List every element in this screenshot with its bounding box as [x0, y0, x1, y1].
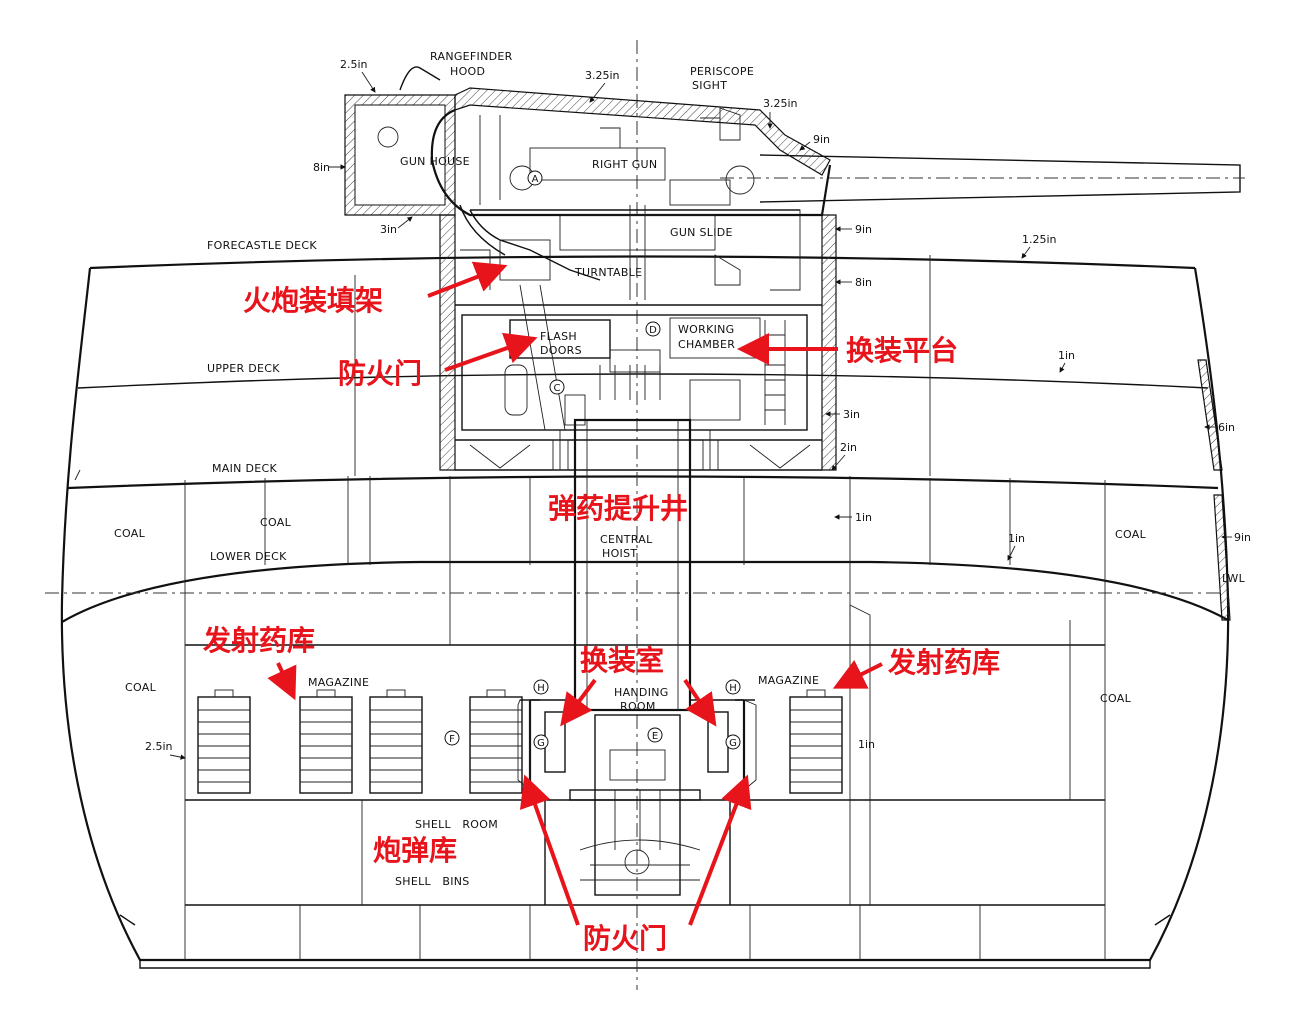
dimension-labels: 2.5in 3.25in 3.25in 9in 8in 3in 9in 8in … [145, 58, 1251, 760]
label-gun-slide: GUN SLIDE [670, 226, 733, 239]
marker-f: F [444, 730, 460, 746]
label-gun-house: GUN HOUSE [400, 155, 470, 168]
marker-h-left: H [533, 679, 549, 695]
label-coal-3: COAL [1115, 528, 1147, 541]
annotation-reloading-platform: 换装平台 [846, 334, 958, 367]
label-central: CENTRAL [600, 533, 653, 546]
label-shell-room: SHELL ROOM [415, 818, 498, 831]
markers: A C D E F G G H H [444, 170, 741, 750]
dim-barbette-bottom: 2in [840, 441, 857, 454]
label-sight: SIGHT [692, 79, 727, 92]
dim-forecastle: 1.25in [1022, 233, 1057, 246]
marker-h-right: H [725, 679, 741, 695]
svg-text:G: G [729, 738, 737, 749]
marker-e: E [647, 727, 663, 743]
svg-text:G: G [537, 738, 545, 749]
svg-text:H: H [729, 683, 737, 694]
label-lower-deck: LOWER DECK [210, 550, 287, 563]
arrow-handling-room-right [683, 678, 717, 727]
dim-barbette-top: 9in [855, 223, 872, 236]
working-chamber [461, 314, 808, 471]
marker-c: C [549, 379, 565, 395]
dim-floor: 3in [380, 223, 397, 236]
dim-roof-rear: 3.25in [763, 97, 798, 110]
label-flash: FLASH [540, 330, 577, 343]
label-shell-bins: SHELL BINS [395, 875, 470, 888]
annotation-flash-door-upper: 防火门 [338, 357, 422, 390]
label-hood: HOOD [450, 65, 485, 78]
dim-magazine-right: 1in [858, 738, 875, 751]
dim-belt-main: 9in [1234, 531, 1251, 544]
drawing-labels: RANGEFINDER HOOD PERISCOPE SIGHT GUN HOU… [114, 50, 1246, 888]
label-coal-5: COAL [1100, 692, 1132, 705]
dim-upper-deck: 1in [1058, 349, 1075, 362]
label-periscope: PERISCOPE [690, 65, 754, 78]
dim-barbette-mid: 8in [855, 276, 872, 289]
annotation-propellant-magazine-left: 发射药库 [202, 624, 315, 657]
annotation-gun-loading-cradle: 火炮装填架 [243, 284, 383, 317]
label-hoist: HOIST [602, 547, 637, 560]
label-room: ROOM [620, 700, 656, 713]
hull [60, 267, 1230, 969]
decks [61, 255, 1229, 906]
arrow-flash-door-lower-right [688, 774, 752, 926]
label-magazine-left: MAGAZINE [308, 676, 369, 689]
marker-g-left: G [533, 734, 549, 750]
label-coal-1: COAL [114, 527, 146, 540]
label-main-deck: MAIN DECK [212, 462, 277, 475]
marker-g-right: G [725, 734, 741, 750]
annotation-flash-door-lower: 防火门 [583, 922, 667, 955]
dim-main-deck: 1in [855, 511, 872, 524]
arrow-handling-room-left [560, 678, 597, 727]
label-doors: DOORS [540, 344, 582, 357]
svg-text:A: A [532, 174, 539, 185]
label-lwl: LWL [1222, 572, 1246, 585]
svg-text:C: C [554, 383, 561, 394]
dim-roof-front: 2.5in [340, 58, 368, 71]
label-forecastle-deck: FORECASTLE DECK [207, 239, 317, 252]
dim-belt-upper: 6in [1218, 421, 1235, 434]
dim-magazine-left: 2.5in [145, 740, 173, 753]
marker-d: D [645, 321, 661, 337]
dim-face: 9in [813, 133, 830, 146]
svg-text:E: E [652, 731, 658, 742]
dim-barbette-lower: 3in [843, 408, 860, 421]
annotations: 火炮装填架 防火门 换装平台 弹药提升井 发射药库 换装室 发射药库 炮弹库 防… [202, 261, 1000, 955]
dim-side-left: 8in [313, 161, 330, 174]
label-coal-4: COAL [125, 681, 157, 694]
dim-lower-deck: 1in [1008, 532, 1025, 545]
svg-text:F: F [449, 734, 455, 745]
svg-text:H: H [537, 683, 545, 694]
barbette [439, 214, 837, 471]
marker-a: A [527, 170, 543, 186]
label-turntable: TURNTABLE [574, 266, 642, 279]
label-magazine-right: MAGAZINE [758, 674, 819, 687]
central-hoist-trunk [573, 418, 692, 712]
annotation-shell-room: 炮弹库 [373, 834, 457, 867]
gun-house [344, 66, 1245, 431]
label-handing: HANDING [614, 686, 669, 699]
bulkheads [74, 255, 1231, 960]
label-upper-deck: UPPER DECK [207, 362, 280, 375]
annotation-ammo-hoist: 弹药提升井 [548, 492, 688, 525]
arrow-propellant-magazine-left [267, 662, 297, 701]
label-working: WORKING [678, 323, 735, 336]
label-right-gun: RIGHT GUN [592, 158, 657, 171]
arrow-flash-door-lower-left [519, 774, 580, 926]
label-chamber: CHAMBER [678, 338, 735, 351]
arrow-flash-door-upper [444, 332, 538, 372]
arrow-propellant-magazine-right [832, 659, 883, 689]
annotation-propellant-magazine-right: 发射药库 [887, 646, 1000, 679]
label-rangefinder: RANGEFINDER [430, 50, 513, 63]
arrow-gun-loading-cradle [427, 261, 508, 298]
label-coal-2: COAL [260, 516, 292, 529]
svg-text:D: D [649, 325, 657, 336]
dim-roof-mid: 3.25in [585, 69, 620, 82]
annotation-handling-room: 换装室 [580, 644, 664, 677]
magazine-racks [197, 689, 843, 794]
